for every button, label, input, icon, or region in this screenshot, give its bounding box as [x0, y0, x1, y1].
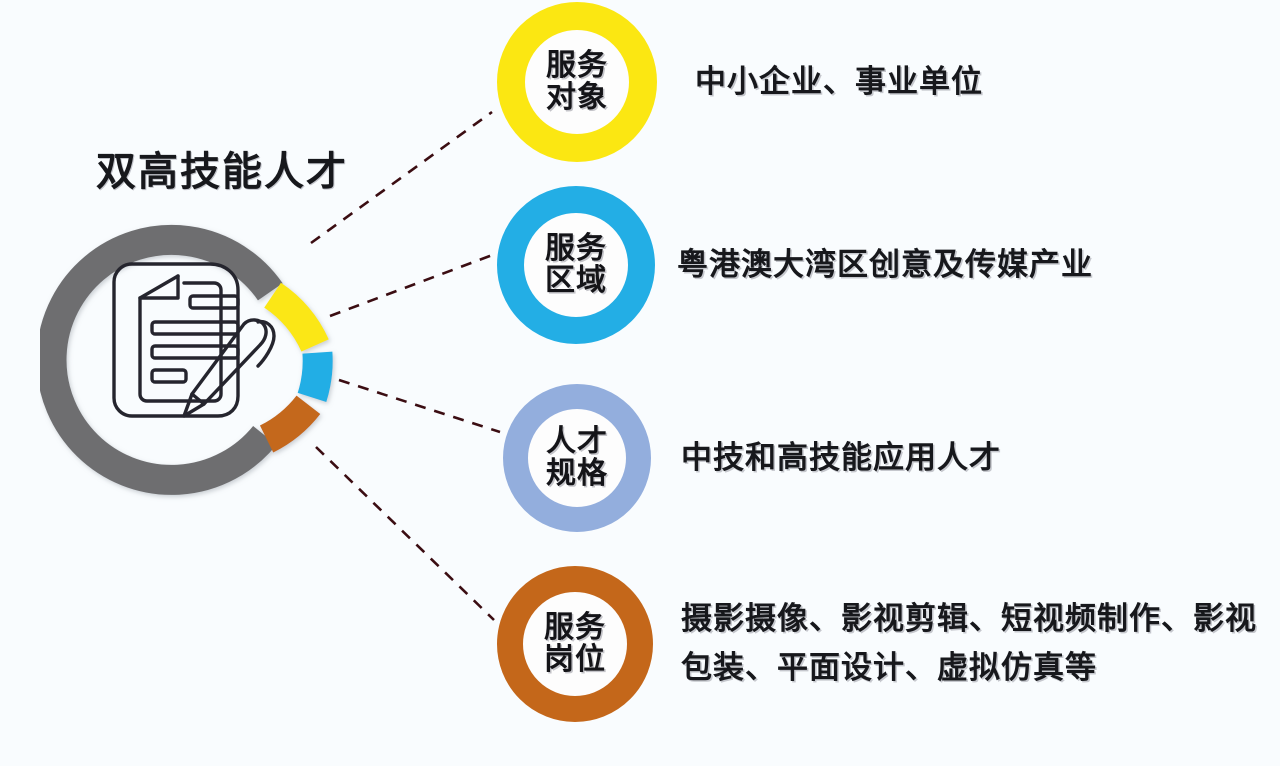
ring-service-area[interactable]: 服务 区域 — [497, 186, 655, 344]
donut-segment-service-position — [259, 395, 321, 453]
ring-label-talent-spec: 人才 规格 — [546, 425, 608, 490]
donut-segment-service-area — [297, 351, 333, 402]
row-talent-spec: 人才 规格 中技和高技能应用人才 — [503, 384, 1001, 532]
donut-segment-service-target — [263, 282, 329, 353]
donut-svg — [40, 224, 333, 495]
ring-talent-spec[interactable]: 人才 规格 — [503, 384, 651, 532]
ring-service-position[interactable]: 服务 岗位 — [497, 566, 653, 722]
ring-label-service-target: 服务 对象 — [546, 49, 608, 114]
description-talent-spec: 中技和高技能应用人才 — [681, 439, 1001, 475]
ring-service-target[interactable]: 服务 对象 — [497, 2, 657, 162]
ring-label-service-position: 服务 岗位 — [544, 611, 606, 676]
description-service-target: 中小企业、事业单位 — [695, 63, 983, 99]
ring-label-service-area: 服务 区域 — [545, 232, 607, 297]
description-service-position: 摄影摄像、影视剪辑、短视频制作、影视包装、平面设计、虚拟仿真等 — [681, 601, 1257, 685]
document-with-pen-icon — [92, 246, 292, 451]
hub-donut-chart — [40, 190, 360, 530]
row-service-target: 服务 对象 中小企业、事业单位 — [497, 2, 983, 162]
hub-cluster: 双高技能人才 — [0, 0, 480, 766]
row-service-area: 服务 区域 粤港澳大湾区创意及传媒产业 — [497, 186, 1093, 344]
donut-segment-base — [40, 224, 283, 495]
row-service-position: 服务 岗位 摄影摄像、影视剪辑、短视频制作、影视包装、平面设计、虚拟仿真等 — [497, 566, 1261, 722]
description-service-area: 粤港澳大湾区创意及传媒产业 — [677, 246, 1093, 282]
page-title: 双高技能人才 — [96, 150, 348, 194]
